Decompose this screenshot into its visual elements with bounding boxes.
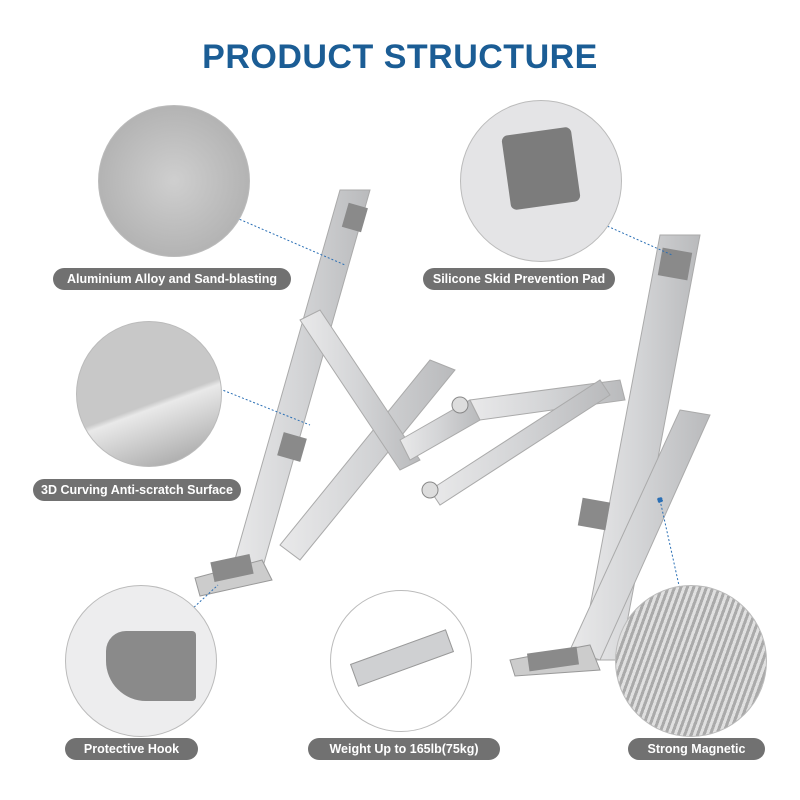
- curving-surface-closeup: [76, 321, 222, 467]
- folded-stand-closeup: [330, 590, 472, 732]
- feature-label-magnetic: Strong Magnetic: [628, 738, 765, 760]
- aluminium-texture-closeup: [98, 105, 250, 257]
- feature-label-silicone-pad: Silicone Skid Prevention Pad: [423, 268, 615, 290]
- magnets-closeup: [615, 585, 767, 737]
- protective-hook-closeup: [65, 585, 217, 737]
- feature-label-anti-scratch: 3D Curving Anti-scratch Surface: [33, 479, 241, 501]
- silicone-pad-closeup: [460, 100, 622, 262]
- page-title: PRODUCT STRUCTURE: [202, 38, 598, 76]
- feature-label-weight: Weight Up to 165lb(75kg): [308, 738, 500, 760]
- right-stand: [421, 234, 711, 677]
- feature-label-protective-hook: Protective Hook: [65, 738, 198, 760]
- left-stand: [194, 189, 481, 597]
- feature-label-aluminium: Aluminium Alloy and Sand-blasting: [53, 268, 291, 290]
